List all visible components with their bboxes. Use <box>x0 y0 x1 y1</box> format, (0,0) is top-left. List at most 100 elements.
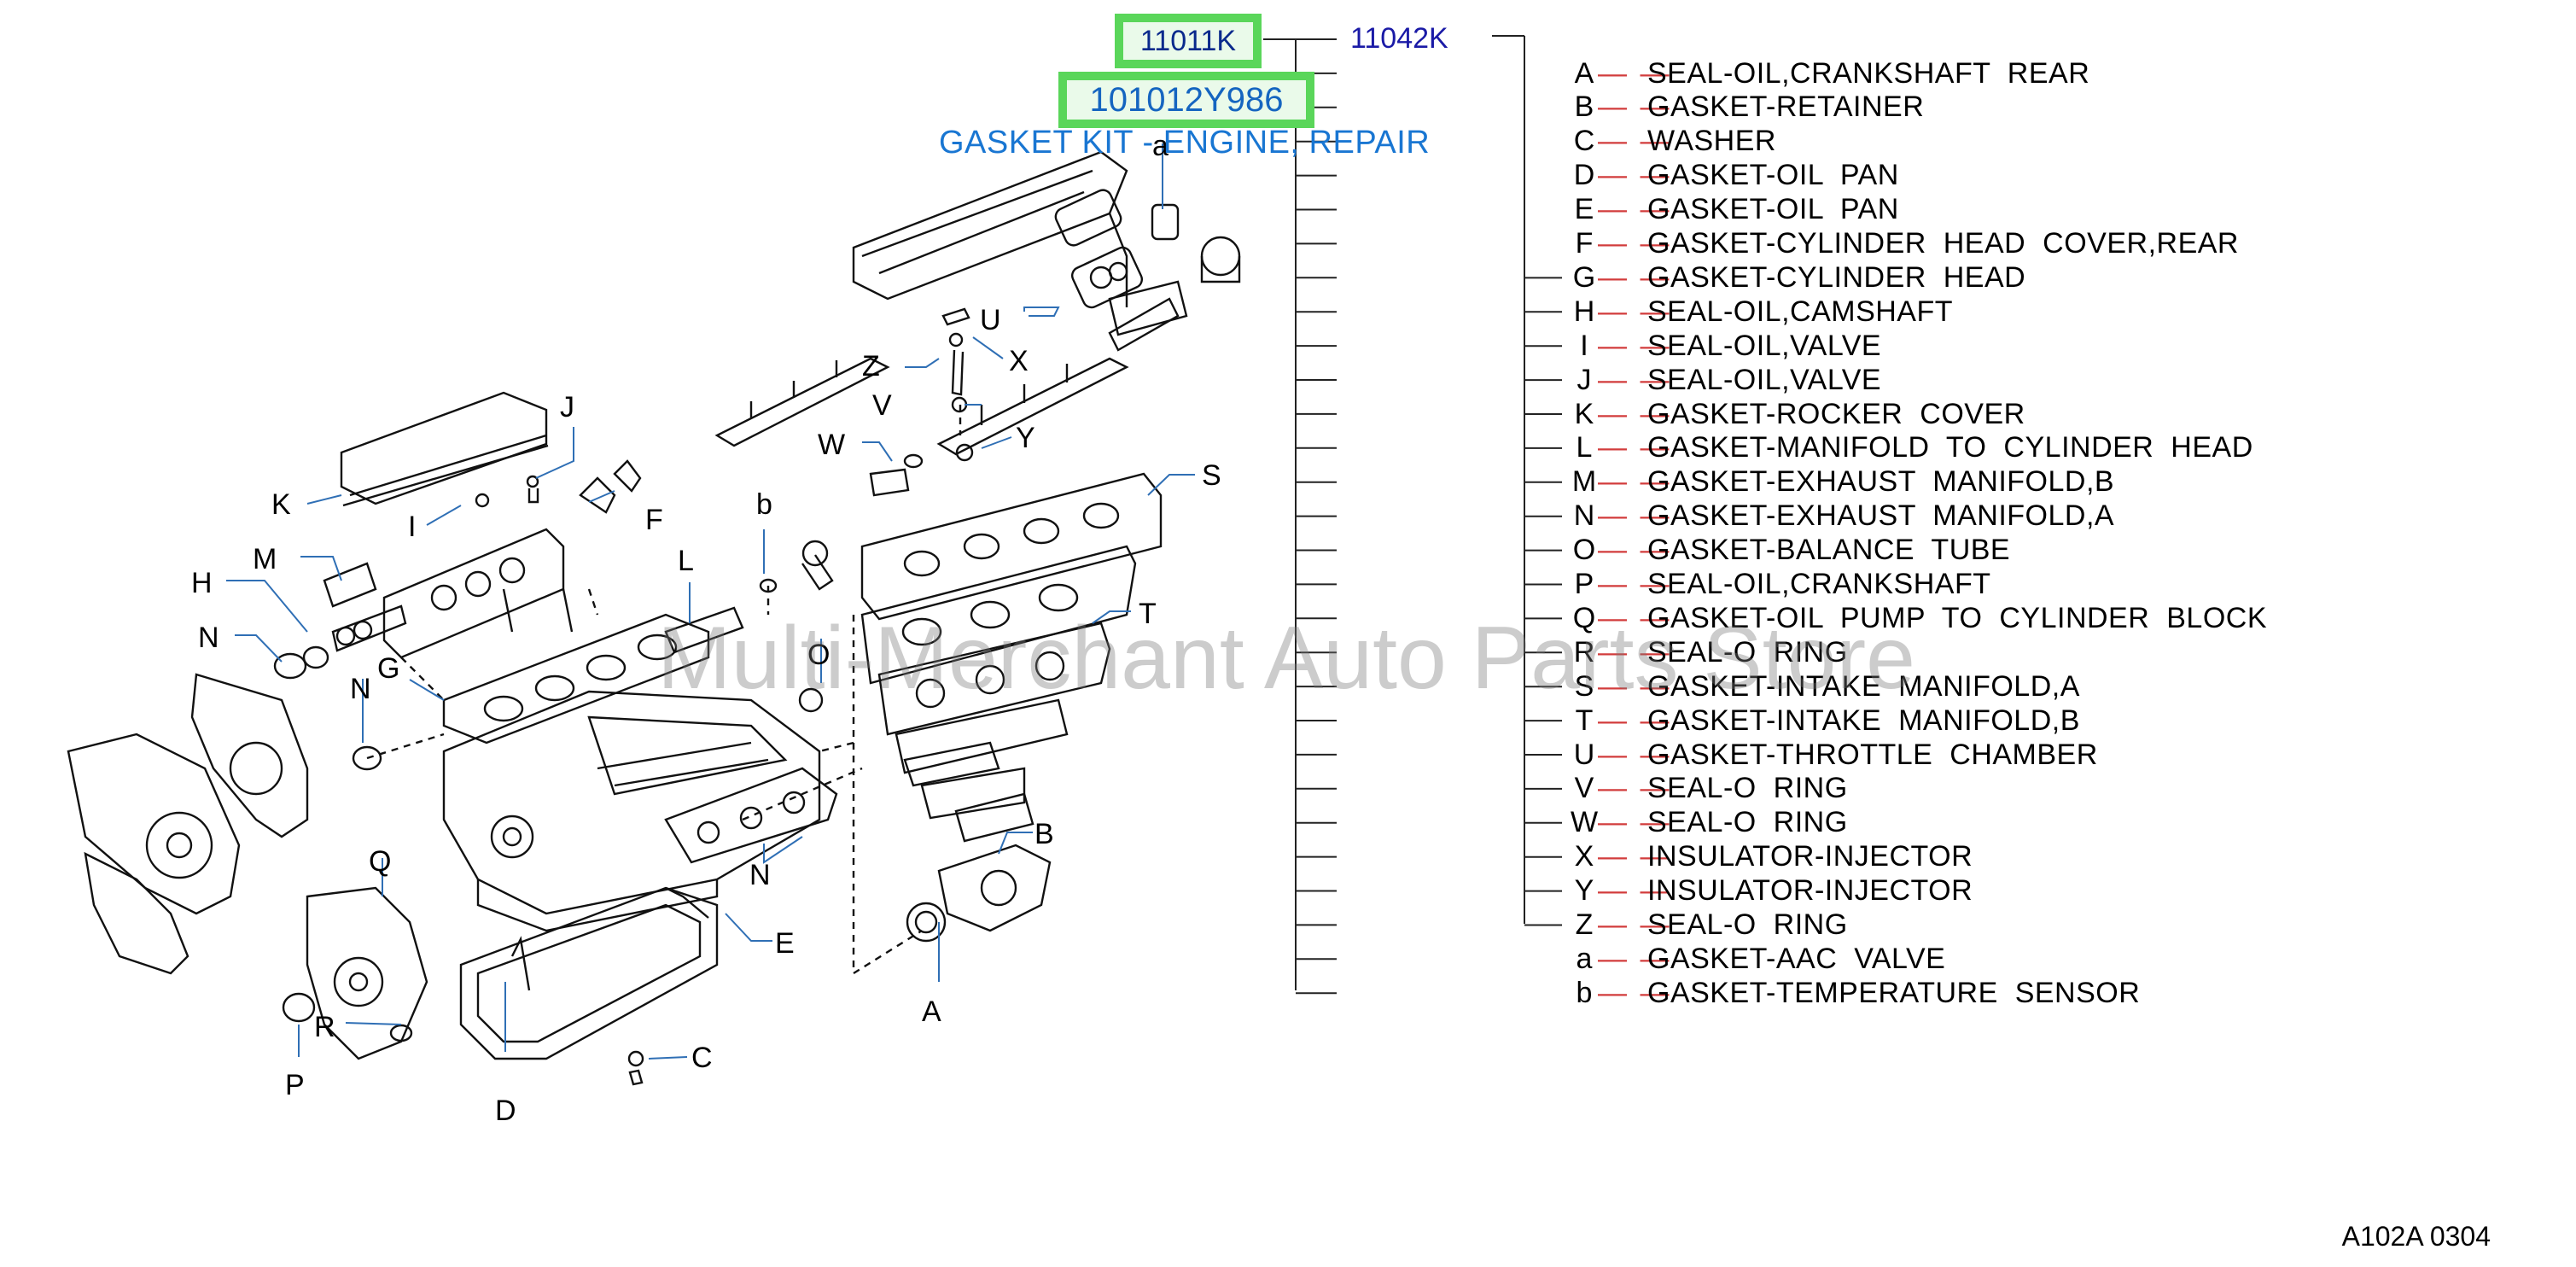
parts-list-item[interactable]: Z— —SEAL-O RING <box>1571 908 1848 943</box>
callout-L: L <box>678 545 694 577</box>
parts-list-item[interactable]: V— —SEAL-O RING <box>1571 772 1848 806</box>
callout-W: W <box>818 429 845 461</box>
callout-N1: N <box>198 622 219 654</box>
part-letter: M <box>1571 465 1597 499</box>
parts-list-item[interactable]: T— —GASKET-INTAKE MANIFOLD,B <box>1571 704 2080 738</box>
callout-O: O <box>807 639 830 671</box>
part-description: GASKET-CYLINDER HEAD <box>1647 260 2026 294</box>
part-description: GASKET-INTAKE MANIFOLD,B <box>1647 704 2080 737</box>
part-description: SEAL-OIL,CAMSHAFT <box>1647 295 1954 328</box>
parts-list-item[interactable]: P— —SEAL-OIL,CRANKSHAFT <box>1571 568 1990 602</box>
part-description: INSULATOR-INJECTOR <box>1647 840 1973 873</box>
callout-G: G <box>377 652 399 685</box>
dash-leader-icon: — — <box>1598 227 1672 260</box>
callout-H: H <box>191 567 213 599</box>
parts-list-item[interactable]: M— —GASKET-EXHAUST MANIFOLD,B <box>1571 465 2114 499</box>
kit-name-label: GASKET KIT - ENGINE, REPAIR <box>939 125 1431 161</box>
part-letter: O <box>1572 534 1596 567</box>
part-letter: C <box>1573 125 1595 158</box>
part-description: SEAL-OIL,CRANKSHAFT <box>1647 568 1991 600</box>
part-letter: J <box>1576 363 1592 396</box>
part-letter: E <box>1574 193 1594 226</box>
parts-list-item[interactable]: R— —SEAL-O RING <box>1571 635 1848 669</box>
dash-leader-icon: — — <box>1598 601 1672 634</box>
dash-leader-icon: — — <box>1598 669 1672 703</box>
parts-list-item[interactable]: Y— —INSULATOR-INJECTOR <box>1571 874 1973 908</box>
part-description: SEAL-O RING <box>1647 908 1848 941</box>
parts-list-item[interactable]: D— —GASKET-OIL PAN <box>1571 159 1899 193</box>
part-letter: X <box>1574 840 1594 873</box>
callout-V: V <box>872 389 892 422</box>
dash-leader-icon: — — <box>1598 704 1672 737</box>
dash-leader-icon: — — <box>1598 806 1672 839</box>
part-description: SEAL-OIL,CRANKSHAFT REAR <box>1647 56 2090 90</box>
dash-leader-icon: — — <box>1598 534 1672 567</box>
dash-leader-icon: — — <box>1598 125 1672 158</box>
part-description: SEAL-OIL,VALVE <box>1647 363 1882 396</box>
callout-labels: A B C D E F G H I J K L M N N N O P Q R … <box>191 130 1221 1127</box>
part-description: WASHER <box>1647 125 1776 158</box>
part-letter: T <box>1575 704 1594 737</box>
callout-C: C <box>691 1042 713 1074</box>
parts-list-item[interactable]: O— —GASKET-BALANCE TUBE <box>1571 534 2010 568</box>
callout-Z: Z <box>862 350 880 382</box>
part-letter: R <box>1573 635 1595 669</box>
dash-leader-icon: — — <box>1598 976 1672 1009</box>
dash-leader-icon: — — <box>1598 90 1672 124</box>
dash-leader-icon: — — <box>1598 329 1672 362</box>
part-description: GASKET-ROCKER COVER <box>1647 397 2025 430</box>
part-description: GASKET-AAC VALVE <box>1647 942 1946 975</box>
dash-leader-icon: — — <box>1598 635 1672 669</box>
callout-F: F <box>645 504 663 536</box>
part-letter: D <box>1573 159 1595 192</box>
part-letter: I <box>1580 329 1588 362</box>
part-description: GASKET-BALANCE TUBE <box>1647 534 2011 567</box>
part-description: GASKET-THROTTLE CHAMBER <box>1647 738 2098 771</box>
diagram-reference-code: A102A 0304 <box>2341 1221 2491 1252</box>
callout-B: B <box>1034 818 1054 850</box>
parts-list-item[interactable]: b— —GASKET-TEMPERATURE SENSOR <box>1571 976 2140 1010</box>
part-code-group-11042k[interactable]: 11042K <box>1350 22 1448 55</box>
dash-leader-icon: — — <box>1598 363 1672 396</box>
part-description: GASKET-TEMPERATURE SENSOR <box>1647 976 2141 1009</box>
part-letter: U <box>1573 738 1595 771</box>
part-code-11011k[interactable]: 11011K <box>1115 14 1262 68</box>
callout-b: b <box>756 488 772 521</box>
part-letter: N <box>1573 499 1595 533</box>
part-description: GASKET-EXHAUST MANIFOLD,A <box>1647 499 2115 533</box>
parts-list-item[interactable]: S— —GASKET-INTAKE MANIFOLD,A <box>1571 669 2080 704</box>
parts-list-item[interactable]: E— —GASKET-OIL PAN <box>1571 193 1899 227</box>
part-letter: a <box>1576 942 1593 975</box>
part-description: INSULATOR-INJECTOR <box>1647 874 1973 908</box>
parts-list-item[interactable]: K— —GASKET-ROCKER COVER <box>1571 397 2025 431</box>
parts-list-item[interactable]: N— —GASKET-EXHAUST MANIFOLD,A <box>1571 499 2114 534</box>
part-letter: W <box>1571 806 1599 839</box>
part-letter: Y <box>1574 874 1594 908</box>
parts-list-item[interactable]: U— —GASKET-THROTTLE CHAMBER <box>1571 738 2098 772</box>
dash-leader-icon: — — <box>1598 465 1672 499</box>
part-description: GASKET-OIL PAN <box>1647 193 1899 226</box>
parts-list-item[interactable]: A— —SEAL-OIL,CRANKSHAFT REAR <box>1571 56 2089 90</box>
part-letter: S <box>1574 669 1594 703</box>
part-letter: B <box>1574 90 1594 124</box>
parts-list-item[interactable]: G— —GASKET-CYLINDER HEAD <box>1571 260 2025 295</box>
parts-list-item[interactable]: L— —GASKET-MANIFOLD TO CYLINDER HEAD <box>1571 431 2253 465</box>
parts-list-item[interactable]: C— —WASHER <box>1571 125 1776 159</box>
part-code-101012y986[interactable]: 101012Y986 <box>1058 72 1314 128</box>
parts-list-item[interactable]: B— —GASKET-RETAINER <box>1571 90 1924 125</box>
part-letter: A <box>1574 56 1594 90</box>
parts-list-item[interactable]: X— —INSULATOR-INJECTOR <box>1571 840 1973 874</box>
parts-list-item[interactable]: F— —GASKET-CYLINDER HEAD COVER,REAR <box>1571 227 2239 261</box>
dash-leader-icon: — — <box>1598 942 1672 975</box>
parts-list-item[interactable]: J— —SEAL-OIL,VALVE <box>1571 363 1881 397</box>
part-description: SEAL-O RING <box>1647 635 1848 669</box>
callout-N2: N <box>350 673 371 705</box>
dash-leader-icon: — — <box>1598 193 1672 226</box>
parts-list-item[interactable]: H— —SEAL-OIL,CAMSHAFT <box>1571 295 1953 329</box>
callout-leaders <box>226 143 1195 1060</box>
parts-list-item[interactable]: I— —SEAL-OIL,VALVE <box>1571 329 1881 363</box>
callout-M: M <box>253 543 277 575</box>
parts-list-item[interactable]: a— —GASKET-AAC VALVE <box>1571 942 1945 976</box>
parts-list-item[interactable]: W— —SEAL-O RING <box>1571 806 1848 840</box>
parts-list-item[interactable]: Q— —GASKET-OIL PUMP TO CYLINDER BLOCK <box>1571 601 2267 635</box>
